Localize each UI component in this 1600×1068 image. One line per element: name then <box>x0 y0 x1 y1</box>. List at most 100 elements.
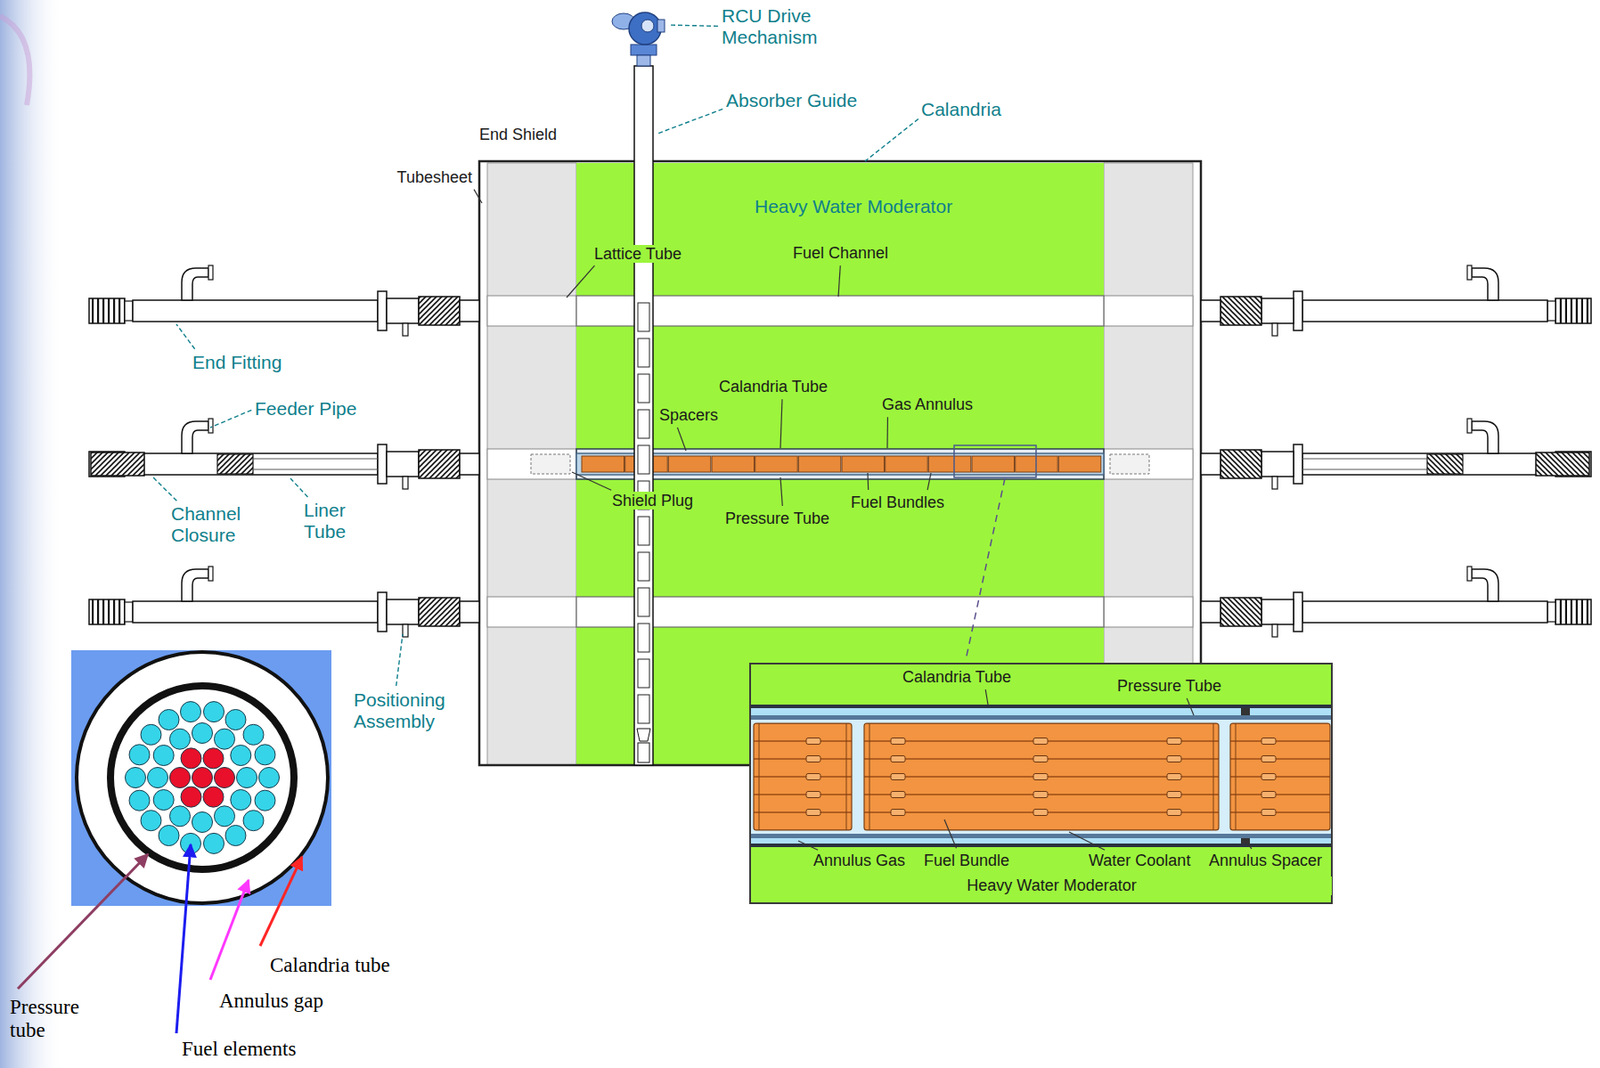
part-label: RCU Drive Mechanism <box>721 5 827 48</box>
leader-line <box>886 416 889 449</box>
detail-inset <box>751 838 1331 844</box>
absorber-guide <box>637 694 650 724</box>
absorber-guide <box>637 552 650 581</box>
fuel-bundle <box>864 723 1219 831</box>
fuel-element <box>236 767 258 789</box>
rcu-drive <box>630 44 657 56</box>
callout-label: Fuel elements <box>181 1038 296 1060</box>
fuel-bundle <box>581 456 1102 473</box>
rcu-drive <box>628 12 662 45</box>
fuel-channel <box>487 295 1193 628</box>
fuel-element <box>254 790 276 811</box>
part-label: End Shield <box>479 125 557 144</box>
callout-arrow <box>17 854 148 989</box>
part-label: Spacers <box>657 406 720 425</box>
absorber-guide <box>637 374 650 403</box>
fuel-element <box>243 810 264 832</box>
rcu-drive <box>612 12 665 66</box>
fuel-bundle <box>885 456 928 473</box>
fuel-bundle <box>1261 738 1276 817</box>
leader-line <box>1245 840 1252 849</box>
fuel-bundle <box>798 456 841 473</box>
absorber-guide <box>637 338 650 368</box>
slide-background <box>0 0 65 1068</box>
leader-line <box>927 473 931 490</box>
fuel-bundle <box>1230 723 1331 831</box>
detail-inset <box>751 843 1331 848</box>
rcu-drive <box>657 19 665 33</box>
leader-line <box>473 189 482 204</box>
fuel-element <box>147 767 169 789</box>
fuel-channel <box>1103 448 1193 480</box>
part-label: Channel Closure <box>171 503 254 546</box>
detail-inset <box>750 663 1332 904</box>
part-label: Shield Plug <box>610 491 695 510</box>
fuel-bundle <box>890 738 906 817</box>
fuel-element <box>180 702 202 723</box>
callout-arrow <box>210 880 249 980</box>
fuel-element <box>125 702 280 855</box>
rcu-drive <box>636 55 651 66</box>
leader-line <box>1069 832 1105 850</box>
fuel-bundle <box>755 456 799 473</box>
leader-line <box>566 265 595 298</box>
zoom-indicator <box>954 445 1037 661</box>
leader-line <box>798 840 818 850</box>
fuel-element <box>203 748 224 769</box>
fuel-bundle <box>753 723 852 831</box>
leader-line <box>838 265 841 297</box>
callout-label: Calandria tube <box>269 954 391 978</box>
absorber-guide <box>637 302 650 724</box>
part-label: Fuel Bundles <box>848 493 947 512</box>
leader-line <box>866 473 869 490</box>
fuel-channel <box>530 454 571 474</box>
fuel-element <box>204 702 225 723</box>
part-label: Gas Annulus <box>880 395 975 414</box>
end-fitting <box>89 418 480 490</box>
fuel-element <box>158 710 180 731</box>
callout-arrow <box>176 844 191 1034</box>
part-label: End Fitting <box>192 351 282 374</box>
fuel-channel <box>487 295 577 327</box>
leader-line <box>1186 698 1194 716</box>
leader-line <box>668 24 719 26</box>
fuel-element <box>153 745 174 767</box>
end-fitting <box>89 566 480 637</box>
fuel-bundle <box>711 456 755 473</box>
end-fitting <box>1200 265 1592 336</box>
absorber-guide <box>637 302 650 332</box>
end-fitting <box>89 265 480 336</box>
fuel-element <box>192 812 213 833</box>
part-label: Water Coolant <box>1086 851 1192 870</box>
fuel-element <box>129 744 150 766</box>
end-fitting <box>1200 566 1592 637</box>
fuel-bundle <box>753 723 1331 831</box>
absorber-guide <box>637 516 650 546</box>
leader-line <box>677 427 686 451</box>
cross-section <box>71 650 332 907</box>
fuel-channel <box>1110 454 1150 474</box>
part-label: Absorber Guide <box>726 89 858 112</box>
fuel-bundle <box>581 456 625 473</box>
fuel-bundle <box>846 723 848 831</box>
detail-inset <box>751 719 1331 834</box>
fuel-element <box>243 724 264 745</box>
leader-line <box>780 399 783 449</box>
detail-inset <box>1240 708 1250 716</box>
fuel-element <box>214 728 236 750</box>
fuel-channel <box>1103 596 1193 628</box>
zoom-indicator <box>965 478 1005 661</box>
fuel-element <box>192 723 213 744</box>
fuel-element <box>259 767 280 789</box>
leader-line <box>153 477 177 501</box>
end-fitting <box>1200 418 1592 490</box>
fuel-element <box>180 748 202 769</box>
part-label: Liner Tube <box>303 499 368 542</box>
end-fitting <box>89 265 1592 637</box>
fuel-channel <box>576 596 1104 628</box>
part-label: Positioning Assembly <box>353 689 459 732</box>
leader-line <box>176 324 196 350</box>
detail-inset <box>750 663 1332 904</box>
leader-line <box>210 409 252 428</box>
